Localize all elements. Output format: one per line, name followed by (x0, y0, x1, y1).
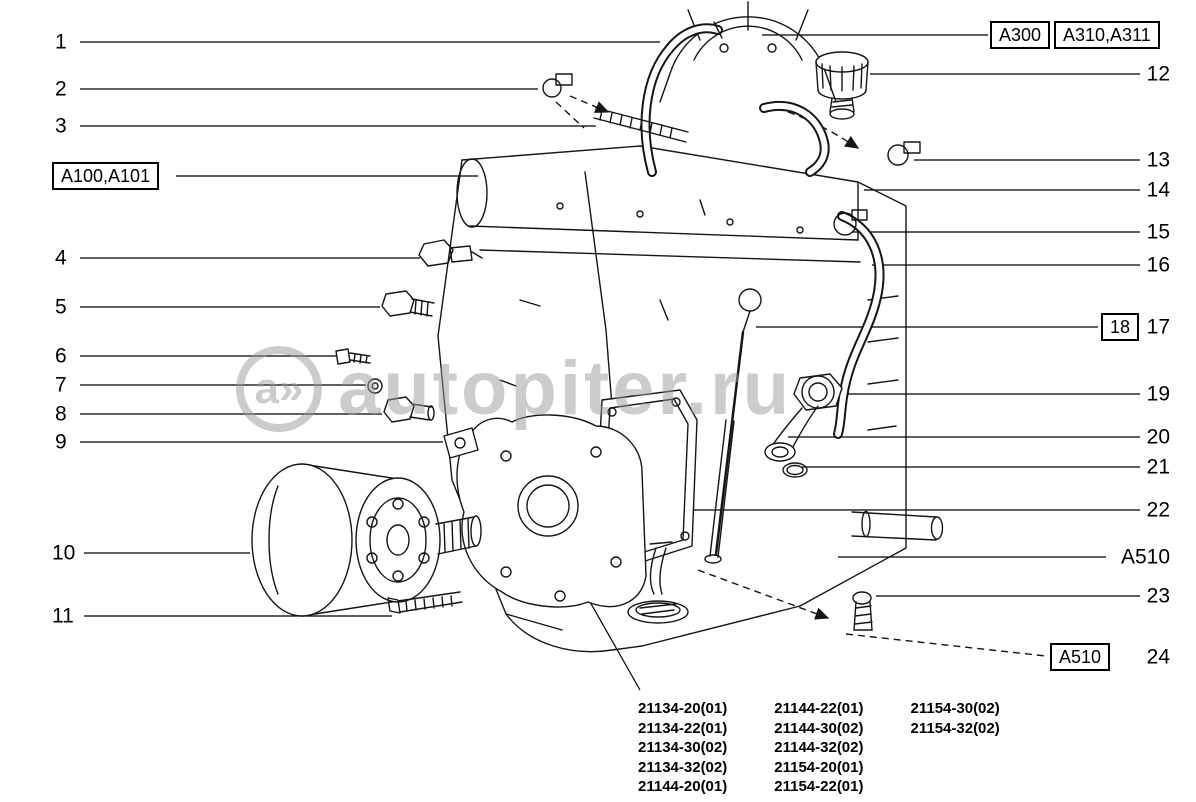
arrow-clamp-2 (569, 95, 610, 113)
callout-22: 22 (1146, 498, 1170, 522)
dipstick-tube (704, 419, 735, 564)
callout-24: 24 (1146, 645, 1170, 669)
small-bolt (335, 348, 371, 365)
callout-11: 11 (52, 604, 74, 628)
washer (367, 378, 383, 394)
callout-14: 14 (1146, 178, 1170, 202)
callout-17: 17 (1146, 315, 1170, 339)
callout-a100-a101: A100,A101 (52, 162, 160, 190)
callout-7: 7 (55, 373, 67, 397)
part-number: 21134-30(02) (638, 739, 728, 756)
pan-bolt (852, 591, 873, 631)
coolant-hose (833, 211, 885, 439)
callout-15: 15 (1146, 220, 1170, 244)
callout-3: 3 (55, 114, 67, 138)
part-number: 21134-20(01) (638, 700, 728, 717)
part-numbers-column-1: 21134-20(01) 21134-22(01) 21134-30(02) 2… (638, 699, 727, 797)
thermostat-housing (793, 373, 843, 411)
part-numbers-column-3: 21154-30(02) 21154-32(02) (911, 699, 1000, 797)
o-ring (782, 462, 808, 478)
breather-hose (640, 21, 723, 177)
callout-8: 8 (55, 402, 67, 426)
part-number: 21134-32(02) (638, 758, 728, 776)
callout-16: 16 (1146, 253, 1170, 277)
callout-1: 1 (55, 30, 67, 54)
callout-13: 13 (1146, 148, 1170, 172)
part-number: 21144-32(02) (774, 739, 864, 756)
braided-strap (593, 107, 689, 143)
vent-hose (759, 100, 830, 177)
oil-pickup-strainer (627, 541, 689, 624)
dipstick (714, 288, 762, 556)
pump-bracket (443, 427, 479, 459)
part-numbers-column-2: 21144-22(01) 21144-30(02) 21144-32(02) 2… (774, 699, 863, 797)
callout-a510-ref: A510 (1120, 545, 1170, 569)
hose-clamp-2 (542, 73, 573, 98)
outlet-pipe (764, 405, 819, 462)
arrow-clamp-2b (555, 101, 585, 129)
part-number: 21154-32(02) (910, 719, 1000, 737)
bell-housing (659, 1, 837, 103)
part-number: 21144-20(01) (638, 778, 728, 795)
hose-clamp-15 (833, 209, 868, 236)
callout-a310-a311: A310,A311 (1054, 21, 1160, 49)
callout-12: 12 (1146, 62, 1170, 86)
oil-pump-cover (443, 414, 647, 608)
oil-filler-cap (815, 51, 869, 120)
callout-19: 19 (1146, 382, 1170, 406)
temperature-sensor (381, 290, 435, 317)
engine-block (437, 145, 907, 653)
callout-9: 9 (55, 430, 67, 454)
arrow-oil-pickup (697, 569, 830, 620)
part-number: 21154-30(02) (910, 700, 1000, 717)
callout-a300: A300 (990, 21, 1051, 49)
callout-21: 21 (1146, 455, 1170, 479)
callout-6: 6 (55, 344, 67, 368)
part-number: 21134-22(01) (638, 719, 728, 737)
stud-bolt (387, 591, 463, 614)
leader-lines (80, 34, 1140, 691)
part-numbers-table: 21134-20(01) 21134-22(01) 21134-30(02) 2… (638, 699, 1000, 797)
drain-pipe (851, 510, 944, 541)
callout-5: 5 (55, 295, 67, 319)
callout-2: 2 (55, 77, 67, 101)
callout-a510-box: A510 (1050, 643, 1111, 671)
callout-4: 4 (55, 246, 67, 270)
callout-10: 10 (52, 541, 76, 565)
part-number: 21144-22(01) (774, 700, 864, 717)
callout-18-box: 18 (1101, 313, 1140, 341)
callout-23: 23 (1146, 584, 1170, 608)
hose-clamp-13 (887, 141, 921, 166)
sensor-switch (383, 396, 435, 423)
oil-pressure-sensor (418, 239, 483, 267)
part-number: 21154-22(01) (774, 778, 864, 795)
part-number: 21144-30(02) (774, 719, 864, 737)
part-number: 21154-20(01) (774, 758, 864, 776)
callout-20: 20 (1146, 425, 1170, 449)
arrow-a510 (845, 633, 1047, 657)
oil-filter (251, 463, 482, 617)
